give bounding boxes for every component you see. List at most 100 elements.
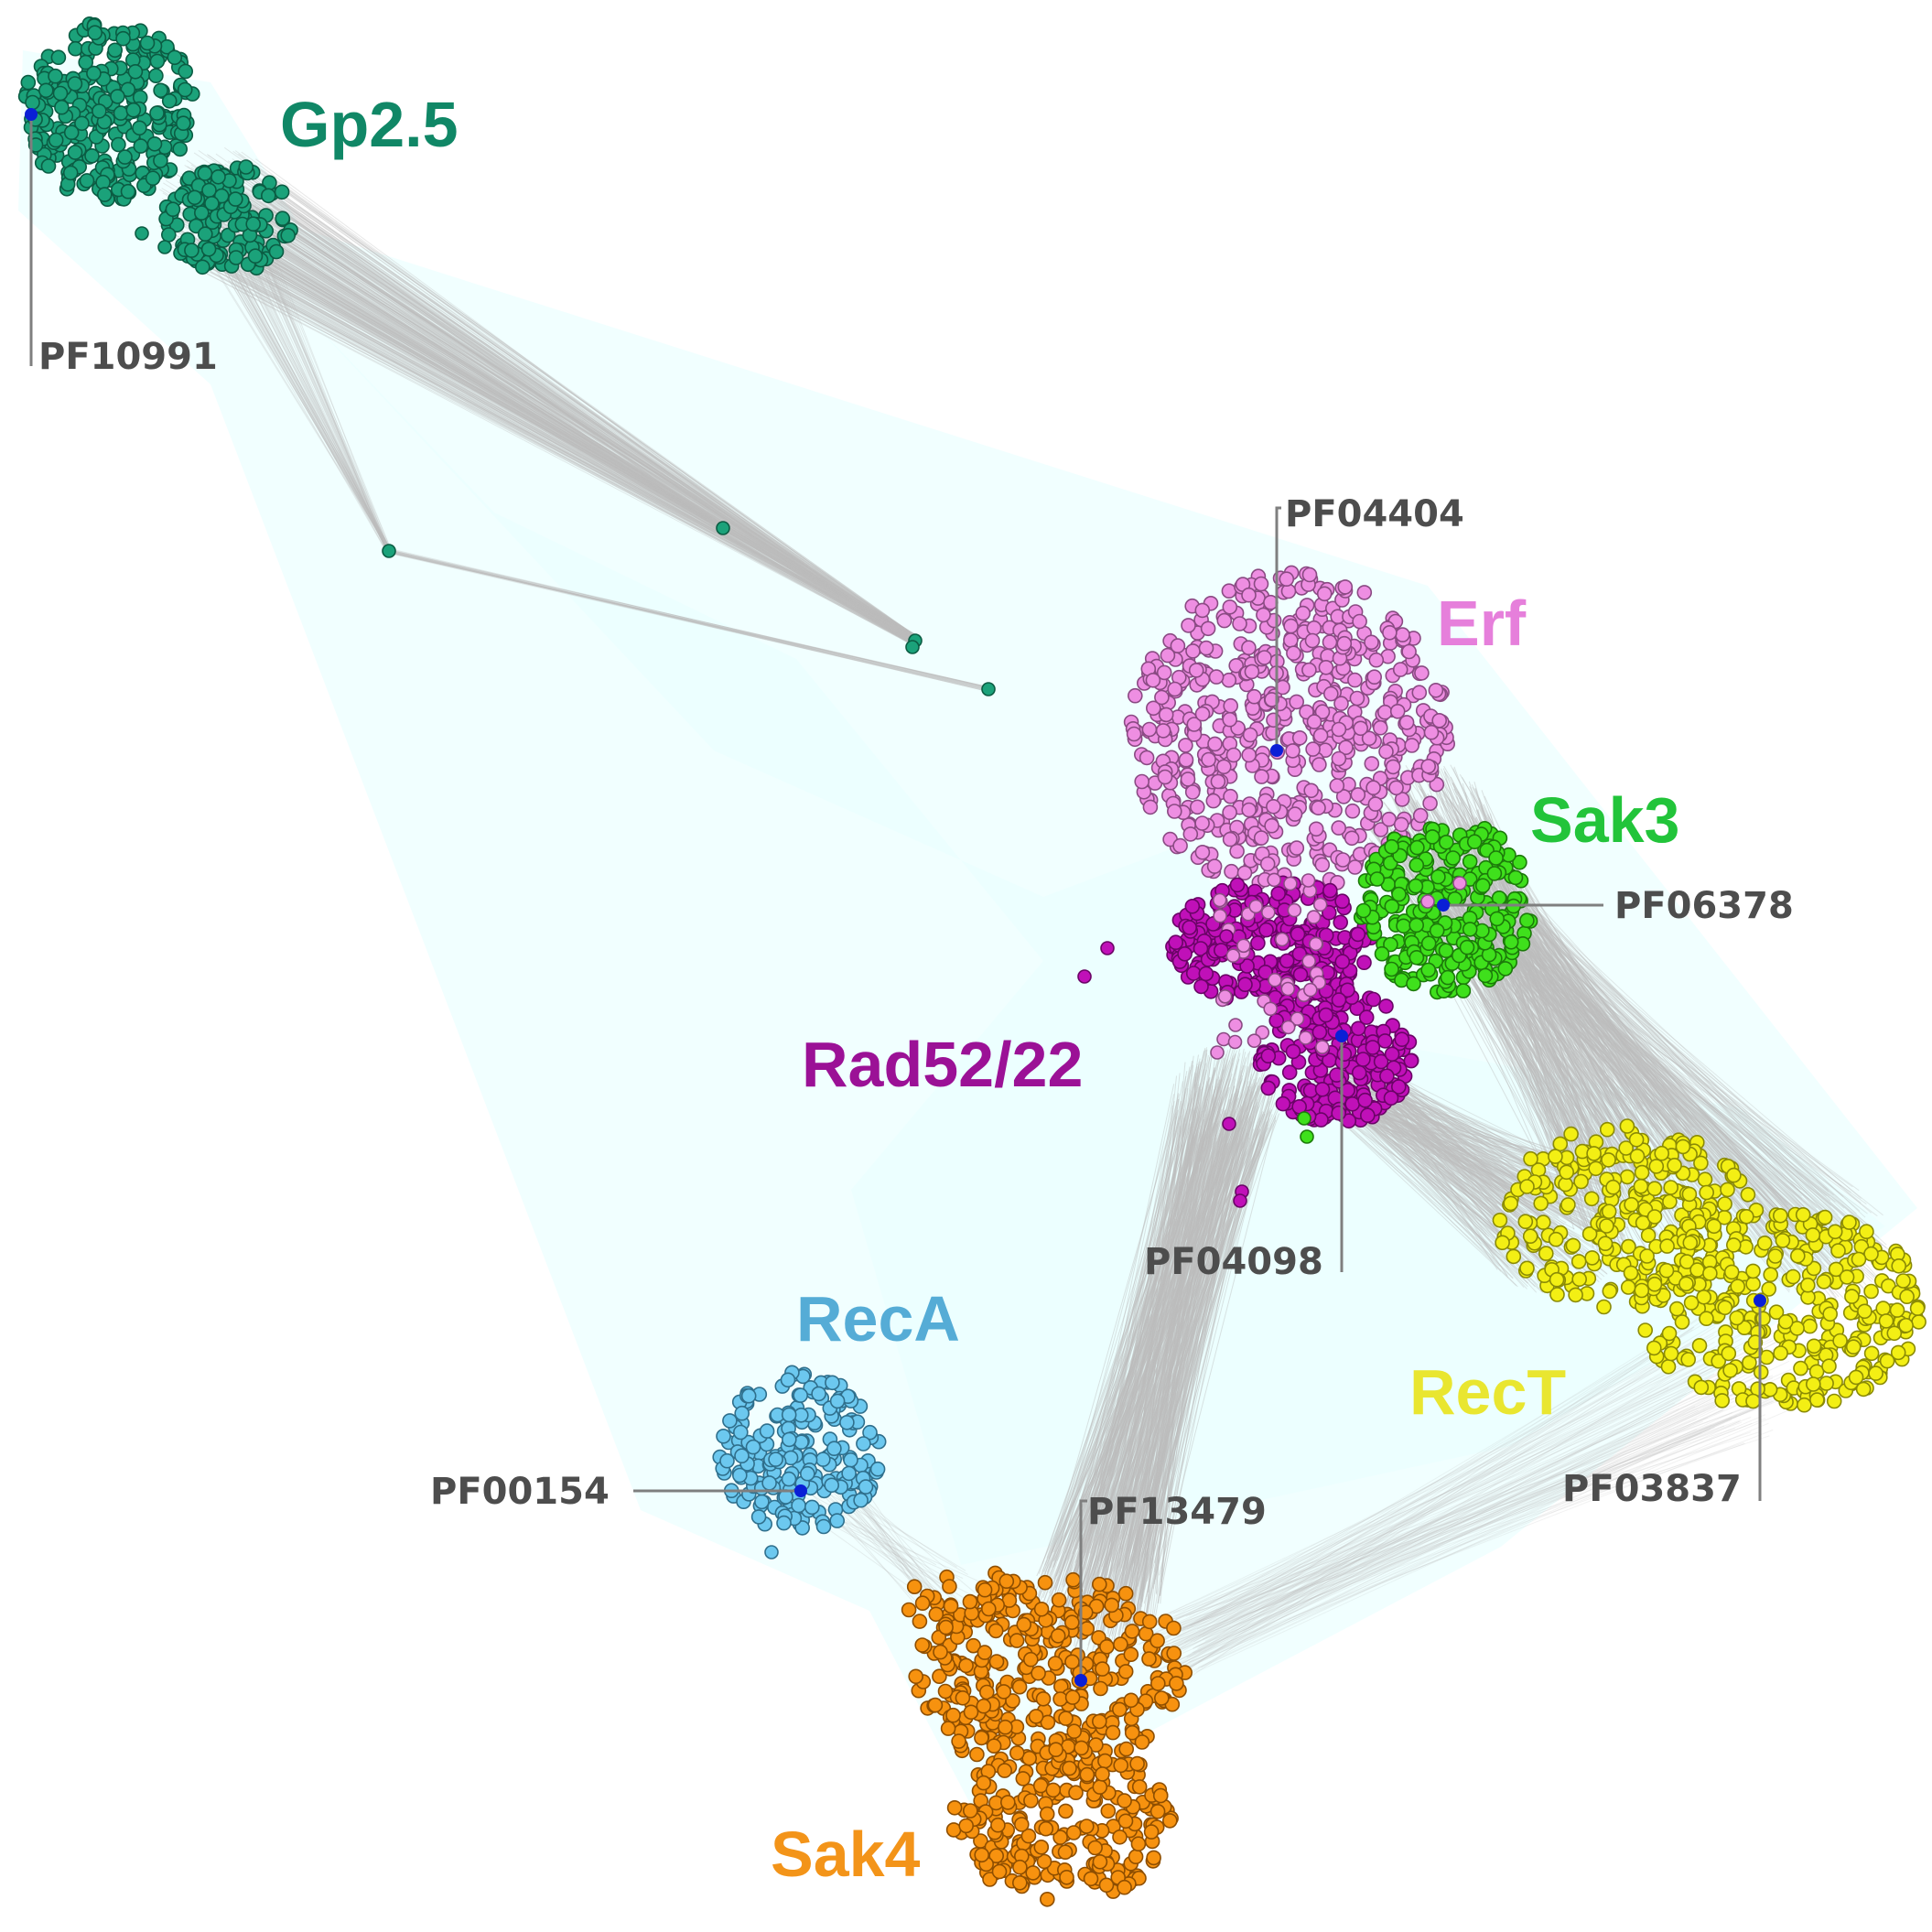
sequence-node-gp25 [133,138,149,154]
sequence-node-rect [1845,1339,1862,1355]
similarity-edge [1114,1134,1216,1552]
similarity-edge [1129,1110,1194,1641]
similarity-edge [1475,919,1873,1258]
similarity-edge [1092,1085,1208,1622]
similarity-edge [1130,1094,1214,1645]
similarity-edge [1145,1117,1185,1633]
sequence-node-sak3 [1455,983,1472,998]
similarity-edge [1369,1102,1613,1236]
sequence-node-sak3 [1409,917,1424,934]
similarity-edge [158,209,919,640]
sequence-node-erf [1335,789,1352,804]
similarity-edge [1153,1405,1732,1672]
similarity-edge [1444,800,1686,1156]
similarity-edge [1087,1083,1201,1622]
sequence-node-rect [1620,1279,1636,1295]
similarity-edge [1127,1133,1195,1639]
similarity-edge [1128,1074,1271,1594]
similarity-edge [1085,1125,1215,1640]
similarity-edge [1128,1111,1210,1602]
similarity-edge [189,245,914,638]
sequence-node-rect [1522,1228,1538,1244]
sequence-node-erf [1420,758,1436,774]
sequence-node-erf [1222,831,1238,847]
sequence-node-rect [1623,1265,1639,1281]
similarity-edge [216,222,725,532]
similarity-edge [1100,1088,1202,1619]
sequence-node-sak4 [988,1654,1005,1669]
similarity-edge [1368,1091,1594,1233]
sequence-node-sak4 [990,1817,1006,1833]
similarity-edge [254,186,918,638]
sequence-node-erf [1268,972,1282,988]
similarity-edge [1072,1091,1219,1576]
similarity-edge [1494,901,1807,1244]
similarity-edge [1052,1137,1244,1562]
sequence-node-rect [1886,1325,1903,1342]
similarity-edge [247,206,916,642]
sequence-node-sak4 [1059,1870,1074,1885]
similarity-edge [1143,1093,1247,1591]
sequence-node-sak3 [1439,834,1454,850]
sequence-node-sak4 [1038,1820,1054,1837]
similarity-edge [1497,937,1887,1249]
similarity-edge [1502,930,1860,1192]
similarity-edge [1084,1110,1201,1579]
similarity-edge [264,254,912,642]
sequence-node-rect [1851,1251,1867,1268]
similarity-edge [1346,1110,1495,1229]
similarity-edge [198,256,916,640]
similarity-edge [1046,1132,1229,1625]
sequence-node-rad52 [1279,953,1295,969]
similarity-edge [178,243,915,642]
sequence-node-erf [1373,719,1388,736]
similarity-edge [1048,1077,1260,1560]
sequence-node-sak3 [1384,899,1400,914]
similarity-edge [1060,1052,1236,1645]
sequence-node-erf [1279,571,1295,588]
sequence-node-sak4 [1011,1678,1028,1695]
similarity-edge [187,166,920,641]
similarity-edge [171,212,917,646]
edge-layer [157,146,1893,1682]
sequence-node-sak4 [1092,1779,1108,1795]
similarity-edge [1085,1128,1247,1560]
sequence-node-rad52 [1357,1092,1373,1108]
similarity-edge [1062,1078,1232,1593]
sequence-node-erf [1333,696,1349,712]
similarity-edge [1483,925,1830,1242]
similarity-edge [245,210,917,641]
similarity-edge [1038,1078,1228,1599]
similarity-edge [209,248,919,644]
sequence-node-rect [1495,1235,1510,1251]
similarity-edge [209,162,913,638]
similarity-edge [1053,1139,1242,1591]
similarity-edge [1489,932,1883,1247]
sequence-node-gp25 [146,136,163,152]
sequence-node-gp25 [172,141,188,157]
similarity-edge [266,202,919,644]
similarity-edge [244,221,726,531]
similarity-edge [210,237,391,552]
similarity-edge [240,249,915,642]
similarity-edge [1113,1079,1220,1621]
sequence-node-rect [1720,1182,1735,1198]
sequence-node-sak4 [981,1601,997,1617]
similarity-edge [201,239,911,641]
similarity-edge [225,228,390,552]
similarity-edge [226,221,392,552]
similarity-edge [1193,1362,1722,1650]
sequence-node-sak4 [1015,1771,1031,1786]
similarity-edge [1122,1074,1252,1629]
sequence-node-gp25 [38,82,54,99]
sequence-node-gp25 [148,68,164,83]
similarity-edge [163,182,920,642]
sequence-node-rect [1634,1282,1650,1299]
sequence-node-sak4 [1032,1777,1049,1794]
similarity-edge [1062,1100,1223,1588]
sequence-node-erf [1142,799,1159,815]
similarity-edge [1093,1111,1249,1630]
sequence-node-reca [815,1452,831,1467]
sequence-node-sak4 [1130,1836,1147,1851]
similarity-edge [181,231,725,528]
